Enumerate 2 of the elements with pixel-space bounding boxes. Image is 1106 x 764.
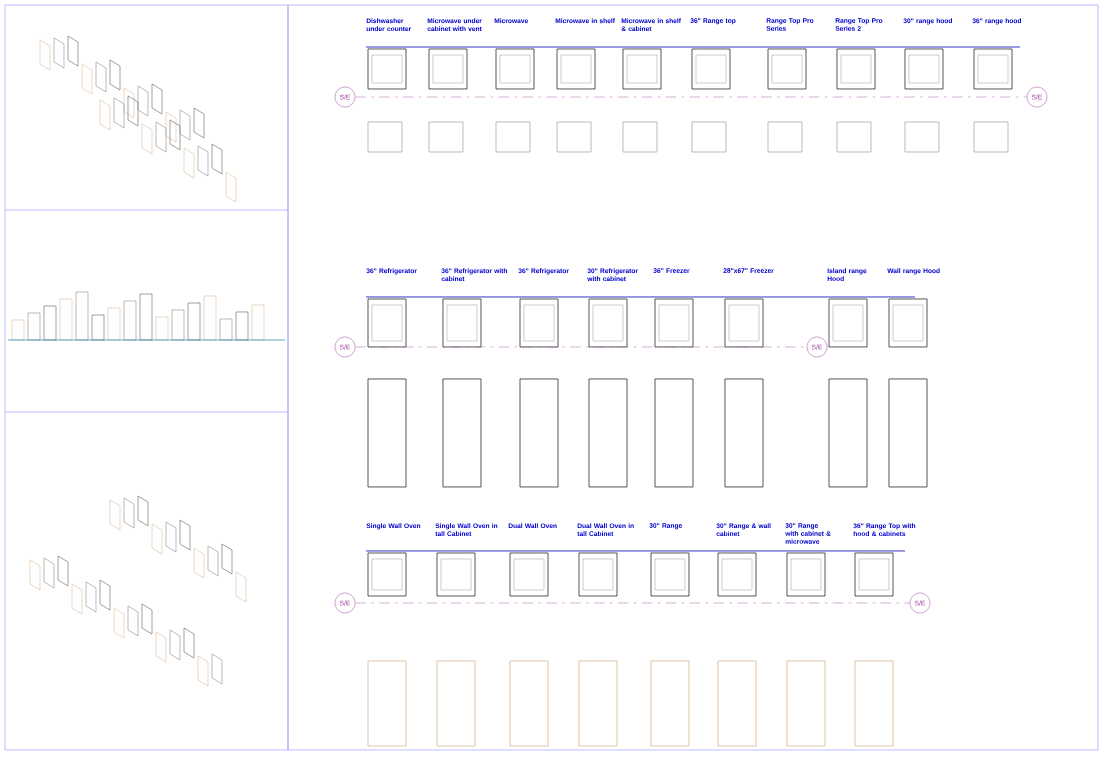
section-line (355, 602, 910, 604)
section-line (355, 96, 1027, 98)
